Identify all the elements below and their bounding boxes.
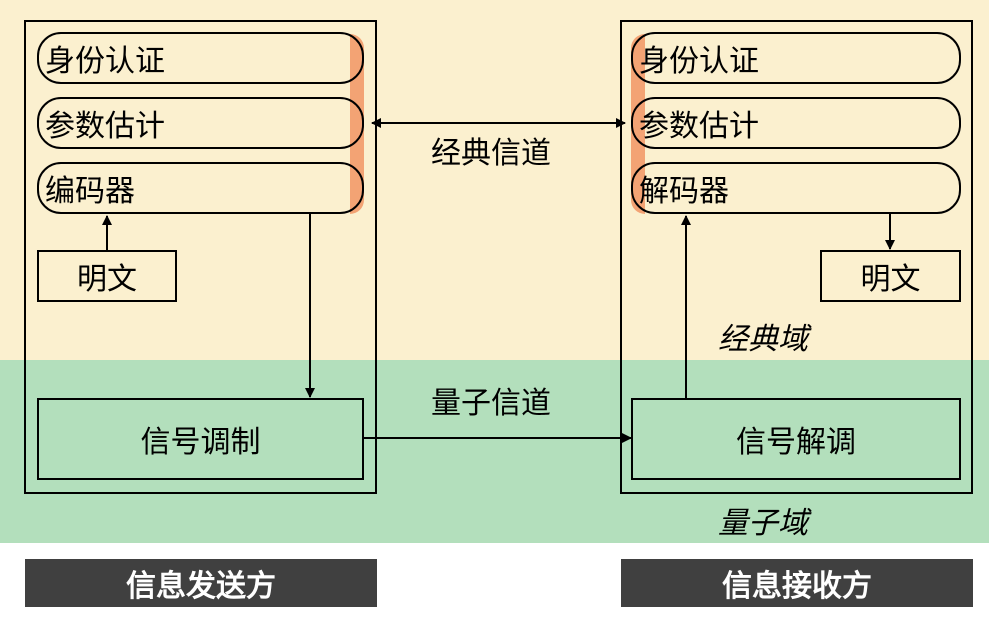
- sender-footer: 信息发送方: [25, 559, 377, 607]
- quantum-domain-band: [0, 360, 989, 543]
- encoder-block: 编码器: [37, 162, 364, 214]
- receiver-auth-label: 身份认证: [639, 44, 759, 79]
- receiver-param-label: 参数估计: [639, 109, 759, 144]
- encoder-label: 编码器: [45, 174, 135, 209]
- receiver-plaintext-label: 明文: [860, 262, 921, 297]
- receiver-auth-block: 身份认证: [631, 32, 961, 84]
- classical-domain-label: 经典域: [718, 322, 808, 357]
- receiver-footer: 信息接收方: [621, 559, 973, 607]
- decoder-label: 解码器: [639, 174, 729, 209]
- decoder-block: 解码器: [631, 162, 961, 214]
- sender-auth-label: 身份认证: [45, 44, 165, 79]
- sender-plaintext-label: 明文: [77, 262, 137, 297]
- demodulation-box: 信号解调: [631, 398, 961, 480]
- receiver-footer-label: 信息接收方: [722, 569, 872, 604]
- receiver-param-block: 参数估计: [631, 97, 961, 149]
- modulation-label: 信号调制: [140, 425, 261, 460]
- sender-footer-label: 信息发送方: [126, 569, 276, 604]
- sender-param-label: 参数估计: [45, 109, 165, 144]
- sender-auth-block: 身份认证: [37, 32, 364, 84]
- sender-param-block: 参数估计: [37, 97, 364, 149]
- modulation-box: 信号调制: [37, 398, 364, 480]
- quantum-channel-label: 量子信道: [431, 386, 551, 421]
- sender-plaintext-box: 明文: [37, 250, 177, 302]
- receiver-frame: [620, 20, 973, 494]
- receiver-plaintext-box: 明文: [820, 250, 961, 302]
- demodulation-label: 信号解调: [736, 425, 856, 460]
- sender-frame: [24, 20, 377, 494]
- classical-channel-label: 经典信道: [431, 136, 551, 171]
- quantum-domain-label: 量子域: [718, 506, 808, 541]
